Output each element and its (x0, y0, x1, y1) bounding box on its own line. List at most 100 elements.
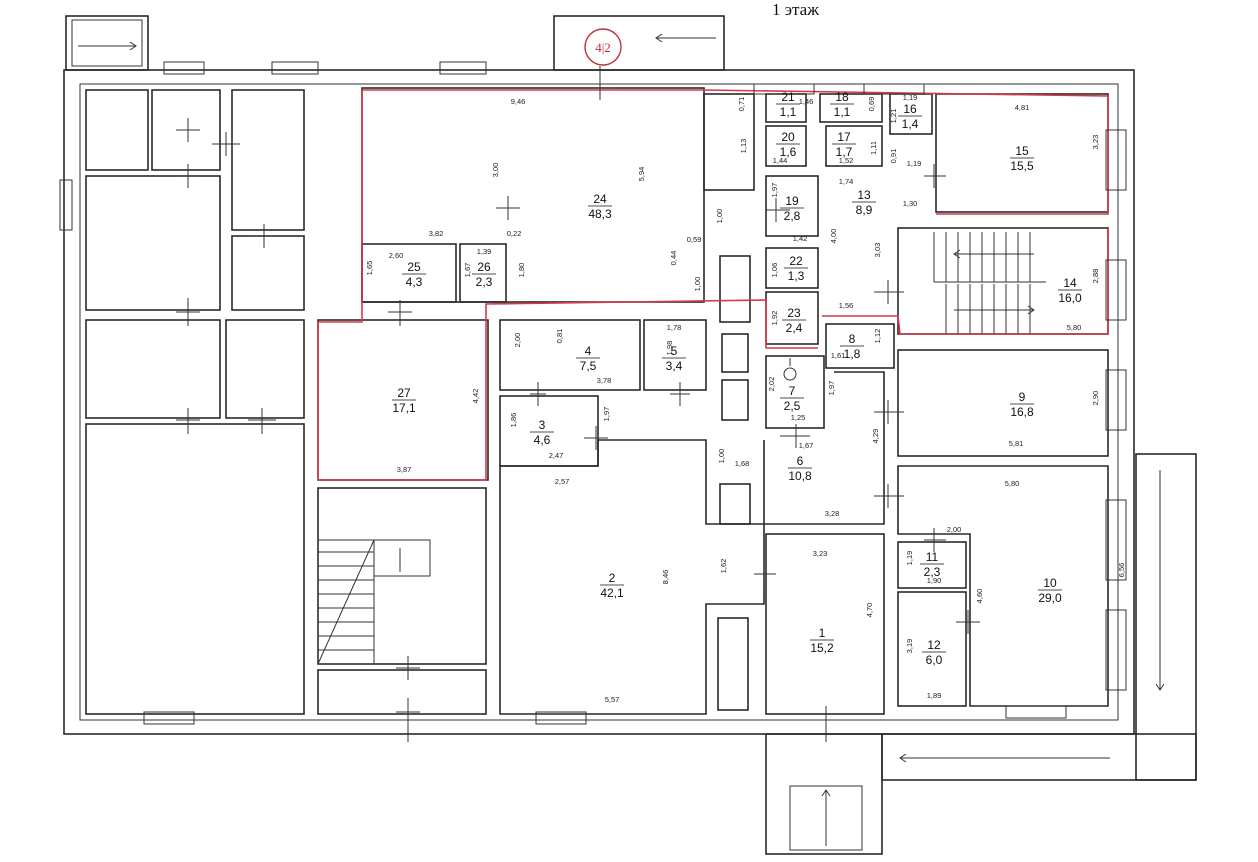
room-number: 9 (1019, 390, 1026, 404)
dimension-label: 1,61 (831, 351, 846, 360)
room-number: 27 (397, 386, 411, 400)
dimension-label: 5,81 (1009, 439, 1024, 448)
room-number: 15 (1015, 144, 1029, 158)
dimension-label: 1,67 (799, 441, 814, 450)
dimension-label: 0,22 (507, 229, 522, 238)
sheet-mark: 4|2 (584, 28, 622, 66)
dimension-label: 0,81 (555, 329, 564, 344)
dimension-label: 3,03 (873, 243, 882, 258)
room-number: 7 (789, 384, 796, 398)
dimension-label: 1,46 (799, 97, 814, 106)
dimension-label: 1,86 (509, 413, 518, 428)
room-number: 26 (477, 260, 491, 274)
room-25-label: 254,3 (402, 260, 426, 289)
room-number: 5 (671, 344, 678, 358)
room-6-label: 610,8 (788, 454, 812, 483)
dimension-label: 2,47 (549, 451, 564, 460)
room-area: 29,0 (1038, 591, 1062, 605)
dimension-label: 8,46 (661, 570, 670, 585)
dimension-label: 1,42 (793, 234, 808, 243)
room-18-label: 181,1 (830, 90, 854, 119)
room-area: 1,8 (844, 347, 861, 361)
room-number: 20 (781, 130, 795, 144)
room-12-label: 126,0 (922, 638, 946, 667)
room-number: 22 (789, 254, 803, 268)
left-block (85, 89, 487, 715)
dimension-label: 1,97 (827, 381, 836, 396)
room-number: 23 (787, 306, 801, 320)
dimension-label: 1,80 (517, 263, 526, 278)
dimension-label: 4,70 (865, 603, 874, 618)
dimension-label: 1,00 (715, 209, 724, 224)
dimension-label: 3,23 (1091, 135, 1100, 150)
dimension-label: 4,00 (829, 229, 838, 244)
door-markers (176, 66, 980, 742)
room-number: 3 (539, 418, 546, 432)
room-23-label: 232,4 (782, 306, 806, 335)
room-area: 1,4 (902, 117, 919, 131)
dimension-label: 1,19 (903, 93, 918, 102)
room-9-label: 916,8 (1010, 390, 1034, 419)
dimension-label: 5,80 (1005, 479, 1020, 488)
dimension-label: 3,19 (905, 639, 914, 654)
dimension-label: 2,02 (767, 377, 776, 392)
dimension-label: 1,19 (905, 551, 914, 566)
room-area: 15,5 (1010, 159, 1034, 173)
dimension-label: 4,42 (471, 389, 480, 404)
room-2-label: 242,1 (600, 571, 624, 600)
left-stair (317, 539, 431, 665)
dimension-label: 0,91 (889, 149, 898, 164)
room-area: 6,0 (926, 653, 943, 667)
room-number: 11 (926, 550, 939, 564)
room-area: 7,5 (580, 359, 597, 373)
dimension-label: 1,89 (927, 691, 942, 700)
room-area: 1,1 (834, 105, 851, 119)
room-number: 4 (585, 344, 592, 358)
dimension-label: 1,67 (463, 263, 472, 278)
room-number: 2 (609, 571, 616, 585)
dimension-label: 3,82 (429, 229, 444, 238)
porch-arrows (78, 33, 1165, 846)
room-area: 4,6 (534, 433, 551, 447)
dimension-label: 3,28 (825, 509, 840, 518)
room-area: 16,8 (1010, 405, 1034, 419)
room-area: 42,1 (600, 586, 624, 600)
room-number: 17 (837, 130, 851, 144)
room-number: 21 (781, 90, 795, 104)
dimension-label: 1,74 (839, 177, 854, 186)
dimension-label: 2,00 (947, 525, 962, 534)
room-number: 19 (785, 194, 799, 208)
room-number: 25 (407, 260, 421, 274)
room-number: 18 (835, 90, 849, 104)
dimension-label: 1,19 (907, 159, 922, 168)
toilet-fixture (783, 358, 797, 381)
dimension-label: 4,60 (975, 589, 984, 604)
dimension-label: 1,62 (719, 559, 728, 574)
room-number: 14 (1063, 276, 1077, 290)
room-number: 12 (927, 638, 941, 652)
dimension-label: 3,00 (491, 163, 500, 178)
room-area: 17,1 (392, 401, 416, 415)
dimension-label: 1,56 (839, 301, 854, 310)
dimension-label: 2,88 (1091, 269, 1100, 284)
dimension-label: 1,52 (839, 156, 854, 165)
room-area: 2,3 (924, 565, 941, 579)
dimension-label: 6,56 (1117, 563, 1126, 578)
windows (59, 61, 1127, 725)
dimension-label: 5,57 (605, 695, 620, 704)
room-area: 10,8 (788, 469, 812, 483)
dimension-label: 1,78 (667, 323, 682, 332)
dimension-label: 0,69 (867, 97, 876, 112)
room-area: 1,6 (780, 145, 797, 159)
room-7-label: 72,5 (780, 384, 804, 413)
room-number: 10 (1043, 576, 1057, 590)
dimension-label: 1,12 (873, 329, 882, 344)
highlight-outline (317, 89, 1109, 481)
room-13-label: 138,9 (852, 188, 876, 217)
room-area: 2,5 (784, 399, 801, 413)
dimension-label: 9,46 (511, 97, 526, 106)
